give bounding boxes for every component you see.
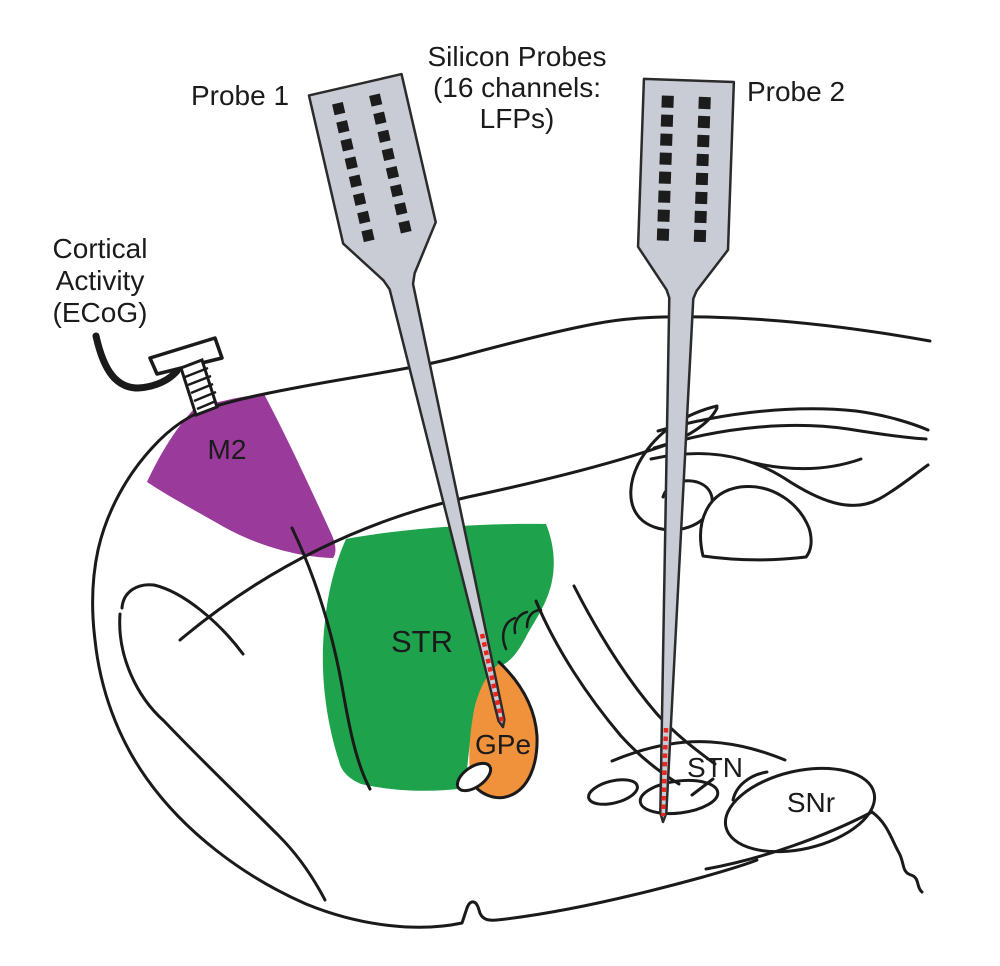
probe-2 — [636, 77, 736, 824]
snr-under-line — [704, 810, 874, 871]
probe-2-recording-sites — [660, 727, 669, 817]
thalamus-outline — [699, 485, 813, 562]
svg-text:Activity: Activity — [56, 265, 145, 296]
svg-text:Silicon Probes: Silicon Probes — [428, 41, 607, 72]
frontal-striatal-boundary-line — [290, 526, 372, 791]
internal-capsule-line-1 — [534, 599, 681, 786]
m2-label: M2 — [208, 434, 247, 465]
white-lens-oval — [587, 778, 639, 806]
hippocampus-line-3 — [649, 451, 930, 507]
stn-label: STN — [687, 752, 743, 783]
region-str — [322, 523, 554, 791]
screw-shaft — [179, 358, 219, 417]
hippocampus-line-4 — [752, 457, 863, 471]
region-snr — [723, 766, 877, 854]
gpe-outline — [470, 660, 539, 800]
ecog-wire — [92, 332, 181, 392]
screw-threads — [184, 366, 217, 411]
svg-text:LFPs): LFPs) — [480, 103, 555, 134]
frontal-lobe-line — [118, 612, 327, 902]
svg-text:(16 channels:: (16 channels: — [433, 72, 601, 103]
probe-1-recording-sites — [479, 633, 505, 723]
lateral-ventricle-curl — [629, 404, 719, 532]
probe-1-label: Probe 1 — [191, 80, 289, 111]
probe-2-label: Probe 2 — [747, 76, 845, 107]
probe-2-electrode-column-left — [656, 95, 674, 242]
internal-capsule-line-2 — [572, 584, 717, 766]
region-stn — [638, 778, 720, 816]
brainstem-squiggle — [870, 810, 924, 894]
snr-inner-arc — [731, 770, 769, 802]
silicon-probes-label: Silicon Probes (16 channels: LFPs) — [428, 41, 607, 134]
probe-2-body — [636, 77, 736, 824]
svg-text:Cortical: Cortical — [53, 233, 148, 264]
probe-1-electrode-column-left — [332, 102, 375, 243]
capsule-finger-3 — [525, 608, 543, 629]
stn-pointer-line — [690, 777, 715, 797]
snr-label: SNr — [787, 787, 835, 818]
svg-text:(ECoG): (ECoG) — [53, 297, 148, 328]
capsule-finger-1 — [502, 616, 517, 651]
anterior-commissure-oval — [455, 761, 493, 793]
hippocampus-line-1 — [656, 407, 930, 433]
lemniscus-line — [610, 740, 787, 763]
gpe-label: GPe — [475, 729, 531, 760]
probe-1-body — [307, 72, 506, 729]
screw-head — [148, 336, 224, 376]
cortical-activity-label: Cortical Activity (ECoG) — [53, 233, 148, 328]
frontal-sulcus-line — [120, 583, 245, 656]
region-m2 — [147, 394, 336, 558]
probe-2-electrode-column-right — [693, 96, 711, 244]
cortex-outline — [91, 315, 932, 929]
probe-1-electrode-column-right — [369, 93, 412, 235]
hippocampus-line-2 — [652, 423, 928, 450]
probe-1 — [307, 72, 506, 729]
ecog-screw-icon — [92, 332, 224, 417]
str-label: STR — [391, 624, 453, 659]
capsule-finger-2 — [513, 610, 529, 635]
